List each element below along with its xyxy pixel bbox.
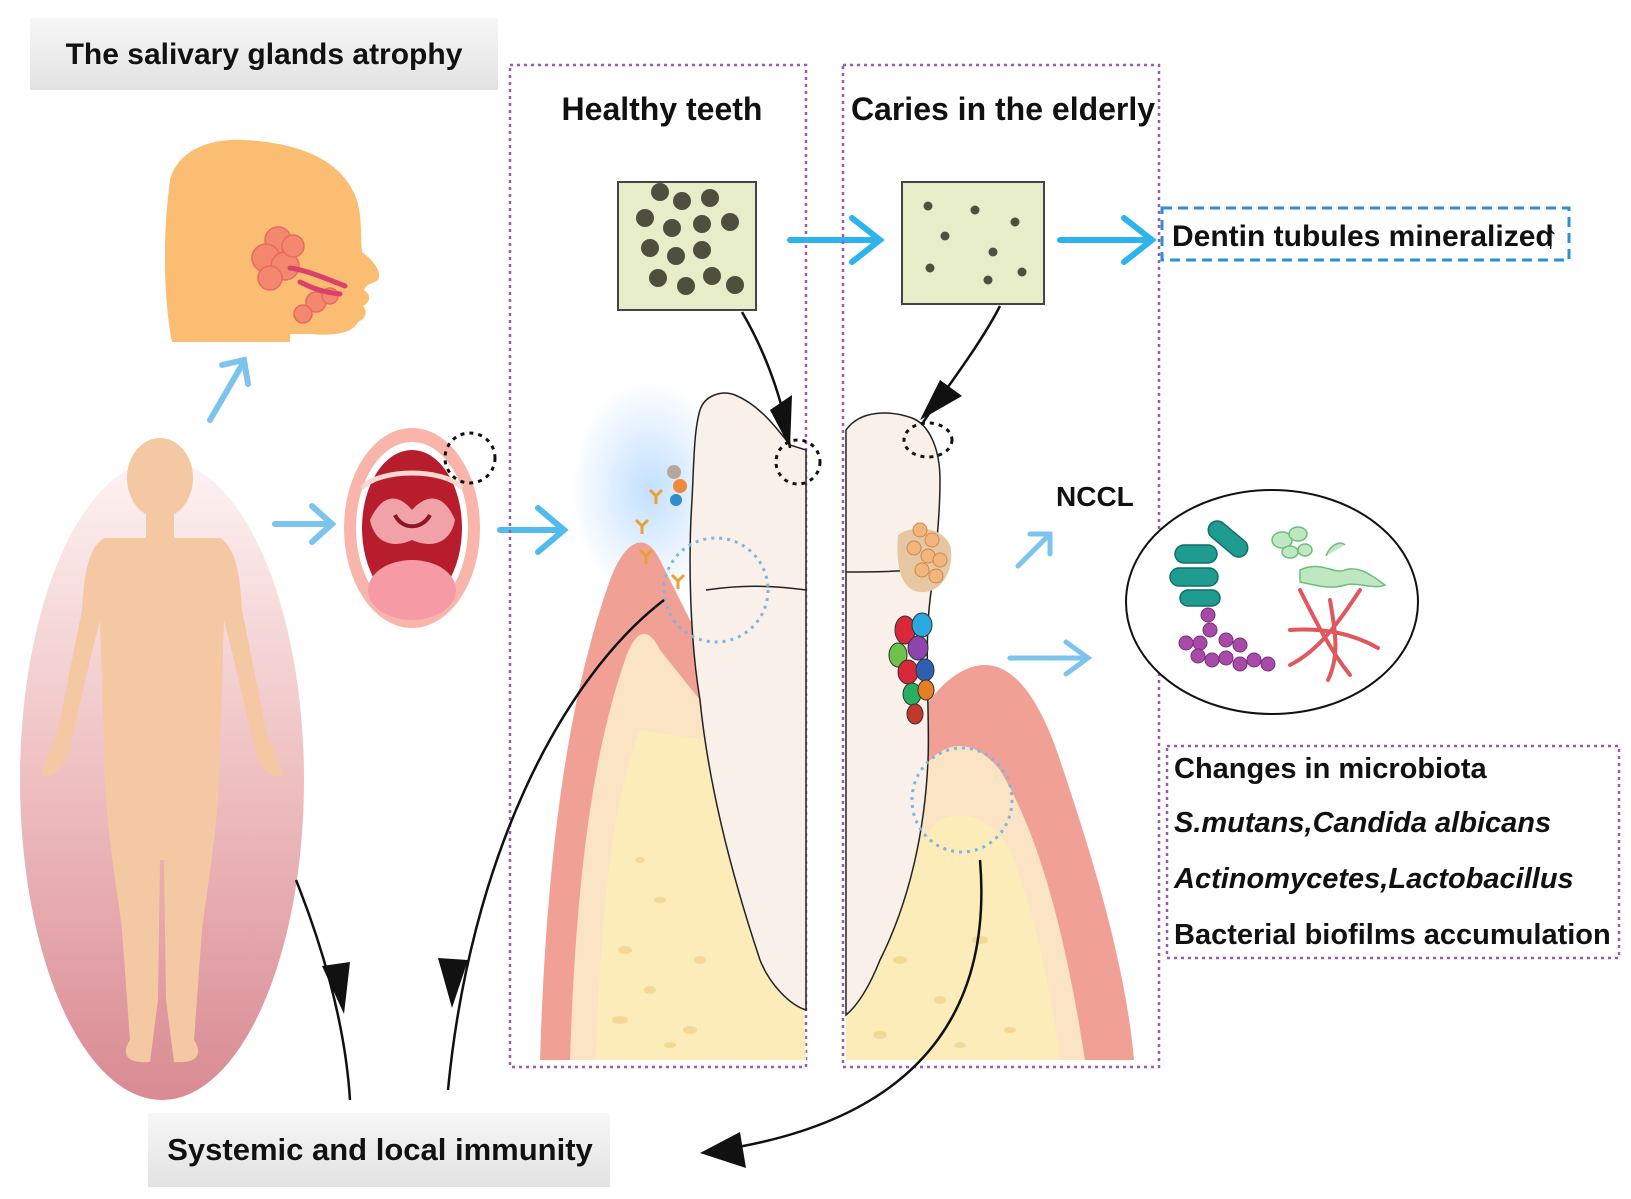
nccl-label: NCCL (1056, 481, 1134, 512)
human-body-illustration (20, 438, 304, 1100)
microbiota-species-1: S.mutans,Candida albicans (1174, 807, 1551, 839)
caries-enamel-zoom-circle (902, 421, 954, 459)
immunity-label: Systemic and local immunity (148, 1113, 610, 1187)
increase-arrow-icon: ↑ (1542, 218, 1559, 256)
microbiota-changes-box: Changes in microbiota S.mutans,Candida a… (1165, 744, 1621, 960)
healthy-gum-zoom-circle (662, 536, 770, 644)
dentin-tubules-label: Dentin tubules mineralized ↑ (1160, 206, 1571, 262)
healthy-teeth-panel: Healthy teeth (508, 63, 822, 1069)
rod-bacteria-icon (1169, 520, 1249, 607)
arrow-caries-to-dentin (1057, 215, 1157, 265)
caries-title: Caries in the elderly (851, 91, 1155, 127)
candida-icon (1271, 526, 1387, 588)
open-dentin-tubules-square (617, 181, 757, 311)
dentin-tubules-text: Dentin tubules mineralized (1172, 220, 1554, 253)
immunity-arrowheads (322, 958, 746, 1168)
caries-gum-zoom-circle (910, 746, 1014, 854)
arrow-body-to-mouth (272, 503, 337, 545)
microbiota-circle (1125, 489, 1419, 715)
salivary-glands-label: The salivary glands atrophy (30, 18, 498, 90)
salivary-glands-text: The salivary glands atrophy (66, 38, 463, 71)
open-mouth-illustration (344, 428, 497, 628)
mouth-zoom-circle (443, 431, 497, 485)
healthy-teeth-title: Healthy teeth (562, 91, 763, 127)
head-illustration (164, 139, 380, 342)
microbiota-title: Changes in microbiota (1174, 753, 1487, 785)
biofilm-cluster-icon (888, 612, 935, 725)
streptococcus-chain-icon (1178, 607, 1276, 672)
mineralized-dentin-square (901, 181, 1045, 305)
immunity-text: Systemic and local immunity (167, 1132, 593, 1167)
arrow-to-microbiota (1007, 639, 1093, 677)
healthy-enamel-zoom-circle (774, 438, 822, 486)
actinomyces-filaments-icon (1288, 588, 1380, 682)
arrow-body-to-head (207, 356, 251, 423)
microbiota-species-2: Actinomycetes,Lactobacillus (1173, 863, 1574, 895)
immune-cells-icon (634, 488, 686, 589)
arrow-healthy-to-caries (787, 215, 885, 265)
arrow-to-nccl (1015, 531, 1053, 569)
caries-elderly-panel: Caries in the elderly (841, 63, 1161, 1069)
microbiota-biofilm: Bacterial biofilms accumulation (1174, 919, 1611, 951)
